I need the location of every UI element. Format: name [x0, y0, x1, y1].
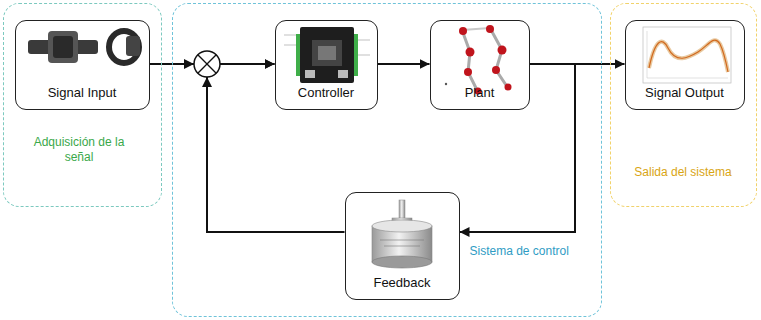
region-label: Adquisición de la señal [24, 135, 135, 165]
region-group: Salida del sistema Signal Output [610, 3, 757, 207]
potentiometer-picture [372, 200, 432, 268]
region-label-holder: Salida del sistema [620, 165, 747, 180]
sensor-picture [28, 31, 140, 63]
block-label: Feedback [373, 275, 430, 290]
region-group: Adquisición de la señal Signal Input [3, 3, 162, 207]
region-label-holder: Adquisición de la señal [24, 135, 135, 165]
region-label: Sistema de control [470, 244, 596, 259]
block-label: Plant [465, 85, 495, 100]
region-label-holder: Sistema de control [470, 244, 596, 259]
block-box: Plant [430, 20, 530, 110]
block-box: Controller [275, 20, 378, 110]
block-box: Signal Input [15, 20, 150, 110]
block-label: Signal Input [48, 85, 117, 100]
block-box: Signal Output [625, 20, 745, 110]
controller-board-picture [284, 27, 370, 83]
block-label: Signal Output [645, 85, 724, 100]
region-label: Salida del sistema [620, 165, 747, 180]
exoskeleton-picture [445, 25, 512, 95]
summing-junction [184, 51, 220, 87]
block-box: Feedback [345, 192, 460, 300]
signal-arrow [460, 64, 576, 232]
region-group: Sistema de control Controller PlantFeedbac… [172, 3, 602, 317]
block-label: Controller [298, 85, 354, 100]
signal-arrow [378, 63, 430, 65]
output-chart-picture [643, 27, 731, 83]
